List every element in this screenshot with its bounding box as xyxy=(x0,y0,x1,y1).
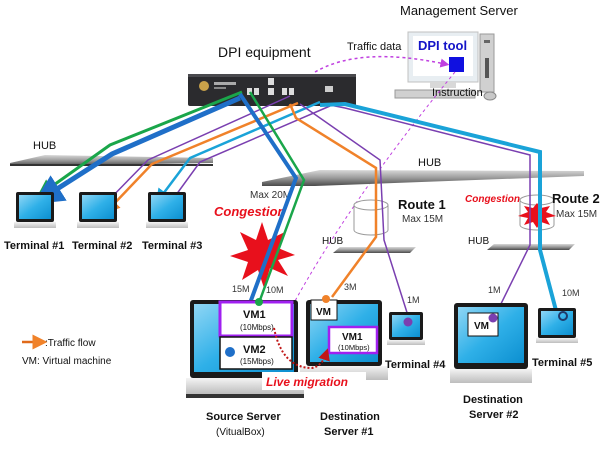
live-migration-label-bg xyxy=(262,372,366,390)
dest1-migrated-vm1-box[interactable] xyxy=(327,325,379,355)
terminal-5[interactable] xyxy=(536,308,578,343)
terminal-5-rate: 10M xyxy=(562,288,580,298)
vm1-flow-rate: 10M xyxy=(266,285,284,295)
hub-route2 xyxy=(487,244,575,250)
source-server-label: Source Server xyxy=(206,411,281,423)
terminal-5-label: Terminal #5 xyxy=(532,357,592,369)
vm2-endpoint-dot xyxy=(225,347,235,357)
hub-left xyxy=(10,155,213,166)
hub-main xyxy=(262,170,584,186)
instruction-flow xyxy=(289,71,456,311)
traffic-flows xyxy=(33,90,560,353)
live-migration-label: Live migration xyxy=(266,375,348,389)
route1-capacity: Max 15M xyxy=(402,214,443,225)
terminal-3-label: Terminal #3 xyxy=(142,240,202,252)
dest1-migrated-vm1-rate: (10Mbps) xyxy=(338,343,370,352)
dest2-label-line1: Destination xyxy=(463,394,523,406)
source-server-sublabel: (VitualBox) xyxy=(216,427,265,438)
terminal-2[interactable] xyxy=(77,192,119,228)
route2-capacity: Max 15M xyxy=(556,209,597,220)
vm2-flow-rate: 15M xyxy=(232,284,250,294)
dest2-vm-flow-rate: 1M xyxy=(488,285,501,295)
live-migration-arrow xyxy=(273,327,330,370)
dest2-vm-endpoint-dot xyxy=(488,313,498,323)
hub-route1-label: HUB xyxy=(322,236,343,247)
route2-congestion-label: Congestion xyxy=(465,194,520,205)
hub-route2-label: HUB xyxy=(468,236,489,247)
terminal-2-label: Terminal #2 xyxy=(72,240,132,252)
hub-left-label: HUB xyxy=(33,140,56,152)
terminal-4-endpoint-dot xyxy=(403,317,413,327)
terminal-4-label: Terminal #4 xyxy=(385,359,446,371)
dest1-vm-endpoint-dot xyxy=(322,295,330,303)
terminal-4-rate: 1M xyxy=(407,295,420,305)
dpi-tool-icon xyxy=(449,57,464,72)
route1-cylinder xyxy=(353,199,389,236)
hub-route1 xyxy=(333,247,416,253)
source-vm2-rate: (15Mbps) xyxy=(240,357,274,366)
vendor-logo-icon xyxy=(199,81,209,91)
management-server-title: Management Server xyxy=(400,3,518,18)
terminal-5-endpoint-dot xyxy=(558,311,568,321)
vm1-endpoint-dot xyxy=(255,298,263,306)
dpi-equipment-device[interactable] xyxy=(188,74,356,106)
management-server-pc[interactable] xyxy=(394,31,497,101)
traffic-data-label: Traffic data xyxy=(347,41,402,53)
source-link-capacity: Max 20M xyxy=(250,190,291,201)
route1-label: Route 1 xyxy=(398,197,446,212)
instruction-label: Instruction xyxy=(432,87,483,99)
terminal-1[interactable] xyxy=(14,192,56,228)
dest1-label-line1: Destination xyxy=(320,411,380,423)
source-link-congestion-label: Congestion xyxy=(214,204,286,219)
legend-traffic-flow: :Traffic flow xyxy=(45,338,96,349)
route2-label: Route 2 xyxy=(552,191,600,206)
terminal-1-label: Terminal #1 xyxy=(4,240,64,252)
dest1-migrated-vm1-name: VM1 xyxy=(342,332,363,343)
terminal-3[interactable] xyxy=(146,192,188,228)
source-vm1-name: VM1 xyxy=(243,309,266,321)
dest1-vm-name: VM xyxy=(316,307,331,318)
traffic-data-flow xyxy=(314,55,450,73)
source-congestion-burst-icon xyxy=(230,222,295,288)
source-vm2-name: VM2 xyxy=(243,344,266,356)
hub-main-label: HUB xyxy=(418,157,441,169)
dest1-label-line2: Server #1 xyxy=(324,426,374,438)
route2-congestion-burst-icon xyxy=(518,203,556,228)
dest2-vm-name: VM xyxy=(474,321,489,332)
terminal-4[interactable] xyxy=(387,312,425,345)
legend-vm-definition: VM: Virtual machine xyxy=(22,356,112,367)
dpi-equipment-title: DPI equipment xyxy=(218,44,311,60)
dest2-label-line2: Server #2 xyxy=(469,409,519,421)
dest1-vm-flow-rate: 3M xyxy=(344,282,357,292)
dpi-tool-label: DPI tool xyxy=(418,38,467,53)
source-vm1-rate: (10Mbps) xyxy=(240,323,274,332)
